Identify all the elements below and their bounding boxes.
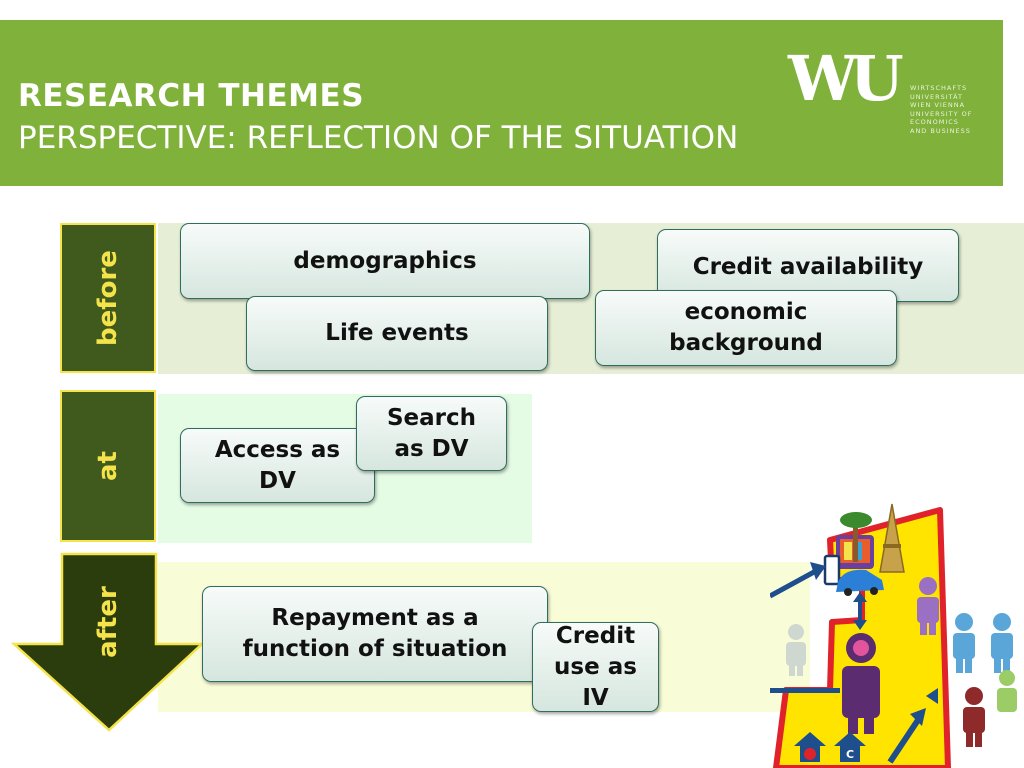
person-icon (997, 670, 1017, 712)
person-icon (953, 613, 975, 673)
pointer-arrow-icon (926, 688, 938, 704)
box-credit-availability: Credit availability (657, 229, 959, 302)
slide-subtitle: PERSPECTIVE: REFLECTION OF THE SITUATION (18, 120, 739, 156)
phase-after: after (60, 556, 156, 688)
svg-text:C: C (846, 748, 854, 761)
logo-mark: WU (788, 42, 904, 115)
person-icon (963, 687, 985, 747)
logo-wordmark: Wirtschafts Universität Wien Vienna Univ… (910, 84, 973, 135)
eiffel-tower-icon (879, 503, 905, 573)
double-arrow-icon (853, 592, 867, 630)
credit-icon: C (834, 732, 866, 762)
inflow-arrow (770, 569, 816, 599)
box-search-dv: Search as DV (356, 396, 507, 471)
phone-icon (823, 554, 841, 586)
phase-at: at (60, 390, 156, 542)
box-life-events: Life events (246, 296, 548, 371)
box-economic-background: economic background (595, 290, 897, 366)
after-arrow (10, 552, 206, 732)
phase-at-label: at (92, 451, 123, 481)
car-icon (836, 569, 884, 596)
wu-logo: WU Wirtschafts Universität Wien Vienna U… (788, 46, 978, 156)
brain-person-icon (842, 633, 880, 734)
box-access-dv: Access as DV (180, 428, 375, 503)
connector-line (770, 688, 840, 693)
phase-before-label: before (93, 250, 123, 346)
pointer-arrow-icon (887, 708, 926, 764)
person-icon (917, 577, 939, 635)
shopping-cart-icon (794, 732, 826, 762)
person-icon (786, 624, 806, 676)
phase-before: before (60, 223, 156, 373)
situation-illustration: C (770, 503, 1017, 768)
slide-title: RESEARCH THEMES (18, 78, 365, 114)
title-banner (0, 20, 1003, 186)
box-repayment: Repayment as a function of situation (202, 586, 548, 682)
box-credit-use: Credit use as IV (532, 622, 659, 712)
box-demographics: demographics (180, 223, 590, 299)
person-icon (991, 613, 1013, 673)
palm-tree-icon (840, 512, 872, 562)
phase-after-label: after (93, 586, 123, 658)
